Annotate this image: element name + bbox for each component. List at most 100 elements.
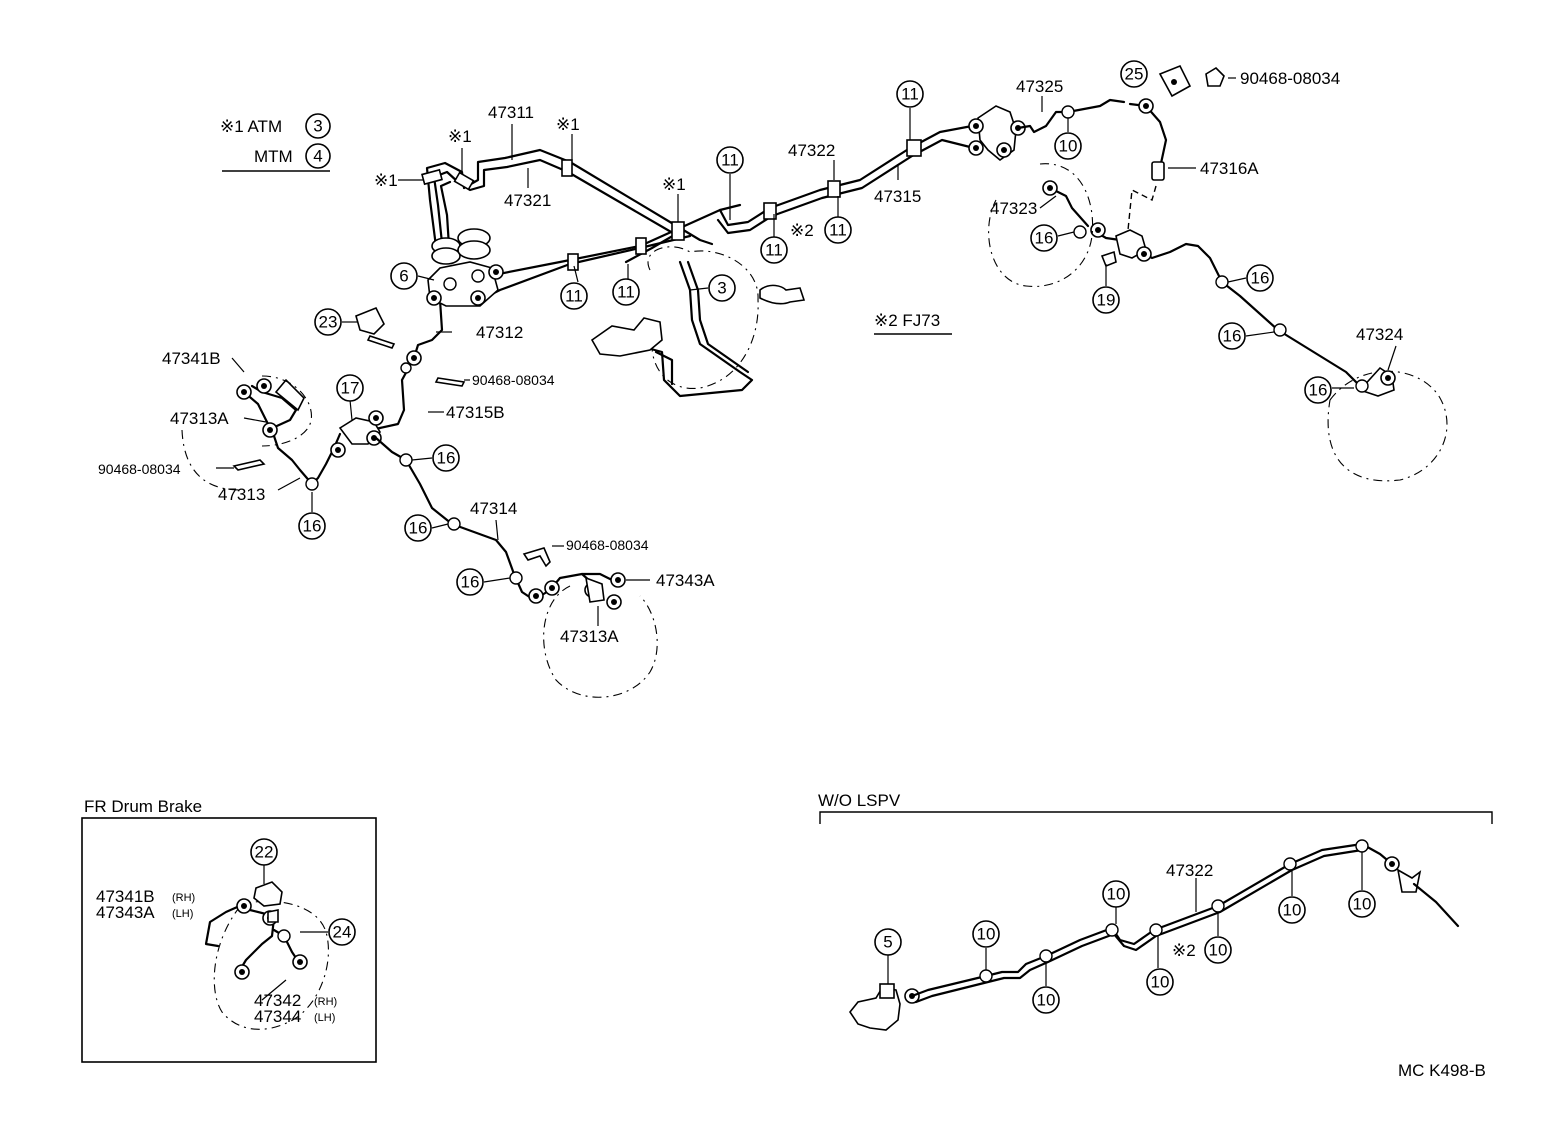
fr-drum-brake-inset: FR Drum Brake 22 24 47341B (RH) 47343A (… bbox=[81, 797, 377, 1063]
svg-text:17: 17 bbox=[341, 379, 360, 398]
svg-text:24: 24 bbox=[333, 923, 352, 942]
part-label-47343A: 47343A bbox=[96, 903, 155, 922]
part-label-47316A: 47316A bbox=[1200, 159, 1259, 178]
front-left-assembly bbox=[181, 375, 384, 491]
svg-text:11: 11 bbox=[565, 287, 583, 306]
callout-10: 10 bbox=[1102, 880, 1130, 908]
star1-label: ※1 bbox=[556, 115, 580, 134]
star1-label: ※1 bbox=[448, 127, 472, 146]
svg-text:5: 5 bbox=[883, 933, 892, 952]
svg-text:23: 23 bbox=[319, 313, 338, 332]
part-label-47315: 47315 bbox=[874, 187, 921, 206]
callout-11: 11 bbox=[560, 282, 588, 310]
svg-text:6: 6 bbox=[399, 267, 408, 286]
callout-10: 10 bbox=[1146, 968, 1174, 996]
callout-17: 17 bbox=[336, 374, 364, 402]
part-number-labels: 47311 47321 ※1 ※1 ※1 ※1 47312 47315B 904… bbox=[98, 69, 1403, 646]
callout-10: 10 bbox=[1054, 132, 1082, 160]
clamp bbox=[827, 180, 841, 198]
callout-10: 10 bbox=[1204, 936, 1232, 964]
callout-10: 10 bbox=[972, 920, 1000, 948]
svg-text:10: 10 bbox=[1059, 137, 1078, 156]
callout-16: 16 bbox=[404, 514, 432, 542]
part-label-47313: 47313 bbox=[218, 485, 265, 504]
part-label-90468-08034: 90468-08034 bbox=[98, 461, 181, 477]
part-label-90468-08034: 90468-08034 bbox=[566, 537, 649, 553]
lh-label: (LH) bbox=[172, 908, 193, 920]
svg-text:25: 25 bbox=[1125, 65, 1144, 84]
lh-label: (LH) bbox=[314, 1012, 335, 1024]
callout-6: 6 bbox=[390, 262, 418, 290]
clamp bbox=[635, 237, 647, 255]
svg-text:11: 11 bbox=[901, 85, 919, 104]
part-label-47314: 47314 bbox=[470, 499, 517, 518]
svg-text:3: 3 bbox=[717, 279, 726, 298]
callout-10: 10 bbox=[1348, 890, 1376, 918]
fj73-note: ※2 FJ73 bbox=[874, 311, 940, 330]
svg-text:11: 11 bbox=[829, 221, 847, 240]
svg-text:11: 11 bbox=[617, 283, 635, 302]
svg-text:10: 10 bbox=[1209, 941, 1228, 960]
svg-text:16: 16 bbox=[409, 519, 428, 538]
clamp bbox=[567, 253, 579, 271]
master-cylinder bbox=[426, 228, 504, 307]
wo-lspv-bracket bbox=[819, 811, 1493, 824]
callout-5: 5 bbox=[874, 928, 902, 956]
front-right-assembly bbox=[374, 436, 658, 698]
wo-lspv-title: W/O LSPV bbox=[818, 791, 901, 810]
callout-22: 22 bbox=[250, 838, 278, 866]
clamp bbox=[561, 159, 573, 177]
callout-16: 16 bbox=[298, 512, 326, 540]
part-label-47322: 47322 bbox=[1166, 861, 1213, 880]
inset-frame bbox=[81, 817, 377, 1063]
svg-text:11: 11 bbox=[721, 151, 739, 170]
part-label-47313A: 47313A bbox=[560, 627, 619, 646]
clamp bbox=[763, 202, 777, 220]
bracket-parts-top-right bbox=[1158, 64, 1225, 98]
callout-10: 10 bbox=[1278, 896, 1306, 924]
svg-text:16: 16 bbox=[437, 449, 456, 468]
svg-text:16: 16 bbox=[461, 573, 480, 592]
clamp bbox=[421, 168, 443, 186]
star1-label: ※1 bbox=[662, 175, 686, 194]
misc-brackets bbox=[355, 306, 466, 387]
star2-label: ※2 bbox=[790, 221, 814, 240]
part-label-47311: 47311 bbox=[488, 103, 534, 122]
svg-text:10: 10 bbox=[1283, 901, 1302, 920]
part-label-47325: 47325 bbox=[1016, 77, 1063, 96]
svg-text:19: 19 bbox=[1097, 291, 1116, 310]
callout-circle-atm bbox=[305, 113, 331, 139]
callout-24: 24 bbox=[328, 918, 356, 946]
callout-16: 16 bbox=[1304, 376, 1332, 404]
part-label-47341B: 47341B bbox=[96, 887, 155, 906]
svg-text:16: 16 bbox=[303, 517, 322, 536]
callout-11: 11 bbox=[896, 80, 924, 108]
part-label-90468-08034: 90468-08034 bbox=[1240, 69, 1340, 88]
callout-11: 11 bbox=[716, 146, 744, 174]
svg-text:16: 16 bbox=[1251, 269, 1270, 288]
svg-text:22: 22 bbox=[255, 843, 274, 862]
callouts-main: 11 11 11 11 11 11 3 6 23 17 16 16 16 16 … bbox=[298, 60, 1332, 596]
callout-circle-mtm bbox=[305, 143, 331, 169]
part-label-47322: 47322 bbox=[788, 141, 835, 160]
rh-label: (RH) bbox=[314, 996, 337, 1008]
atm-note: ※1 ATM bbox=[220, 117, 282, 136]
legend-notes: ※1 ATM 3 MTM 4 bbox=[220, 113, 331, 172]
callout-16: 16 bbox=[1030, 224, 1058, 252]
callout-16: 16 bbox=[432, 444, 460, 472]
callout-25: 25 bbox=[1120, 60, 1148, 88]
star1-label: ※1 bbox=[374, 171, 398, 190]
callout-23: 23 bbox=[314, 308, 342, 336]
callout-16: 16 bbox=[456, 568, 484, 596]
part-label-47321: 47321 bbox=[504, 191, 551, 210]
svg-text:11: 11 bbox=[765, 241, 783, 260]
callout-11: 11 bbox=[760, 236, 788, 264]
callout-10: 10 bbox=[1032, 986, 1060, 1014]
svg-text:16: 16 bbox=[1309, 381, 1328, 400]
part-label-47313A: 47313A bbox=[170, 409, 229, 428]
inset-title: FR Drum Brake bbox=[84, 797, 202, 816]
svg-text:10: 10 bbox=[1353, 895, 1372, 914]
mtm-note: MTM bbox=[254, 147, 293, 166]
svg-text:16: 16 bbox=[1035, 229, 1054, 248]
